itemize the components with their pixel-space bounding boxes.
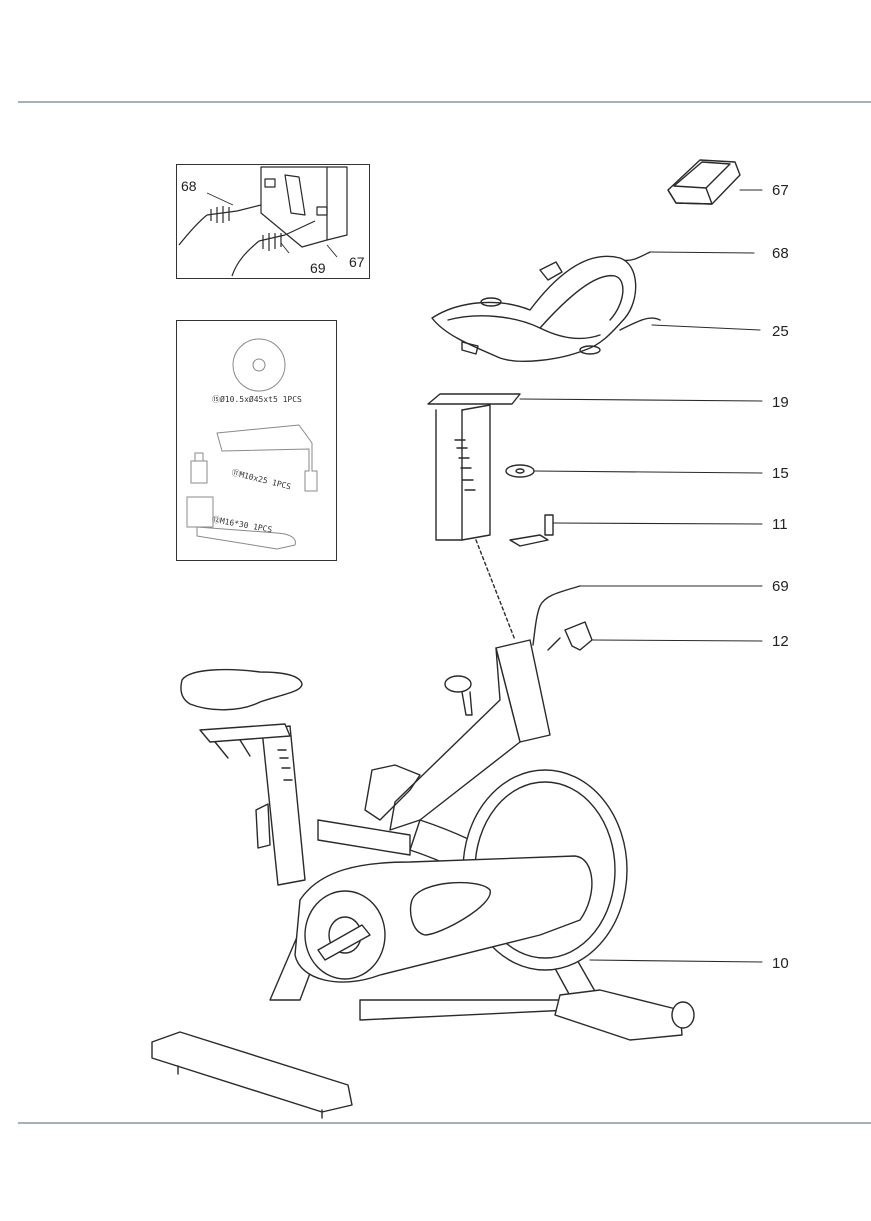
washer-illustration [233, 339, 285, 391]
washer-15-part [506, 465, 534, 477]
callout-25: 25 [772, 324, 789, 339]
inset-callout-69: 69 [310, 261, 326, 276]
console-part [668, 160, 740, 204]
callout-15: 15 [772, 466, 789, 481]
callout-69: 69 [772, 579, 789, 594]
callout-11: 11 [772, 517, 788, 532]
cable-68-part [622, 252, 650, 260]
handlebar-part [432, 256, 660, 361]
handlebar-post-part [428, 394, 520, 540]
washer-label: ⑮Ø10.5xØ45xt5 1PCS [212, 394, 302, 405]
callout-19: 19 [772, 395, 789, 410]
lever-12-part [548, 622, 592, 650]
callout-12: 12 [772, 634, 789, 649]
front-stabilizer-part [152, 1032, 352, 1118]
callout-68: 68 [772, 246, 789, 261]
callout-10: 10 [772, 956, 789, 971]
resistance-knob [445, 676, 472, 715]
bolt-11-part [510, 515, 553, 546]
inset-callout-68: 68 [181, 179, 197, 194]
crank-part [305, 891, 385, 979]
rear-stabilizer-part [555, 990, 694, 1040]
seat-post-part [256, 726, 305, 885]
inset-callout-67: 67 [349, 255, 365, 270]
callout-67: 67 [772, 183, 789, 198]
hardware-inset: ⑮Ø10.5xØ45xt5 1PCS ⑪M10x25 1PCS ⑫M16*30 … [176, 320, 337, 561]
connector-detail-inset: 68 69 67 [176, 164, 370, 279]
